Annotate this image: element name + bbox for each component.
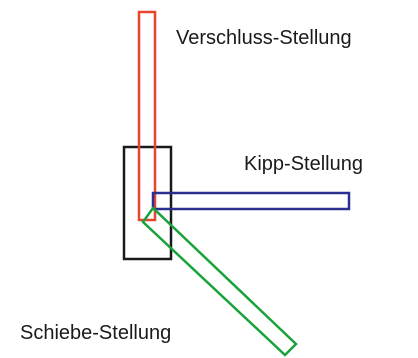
slide-position-label: Schiebe-Stellung [20, 322, 171, 344]
slide-position-bar [141, 206, 298, 357]
tilt-position-label: Kipp-Stellung [244, 153, 363, 175]
closed-position-label: Verschluss-Stellung [176, 27, 352, 49]
frame-outline [122, 145, 173, 261]
tilt-position-bar [151, 191, 351, 211]
closed-position-bar [137, 10, 157, 222]
